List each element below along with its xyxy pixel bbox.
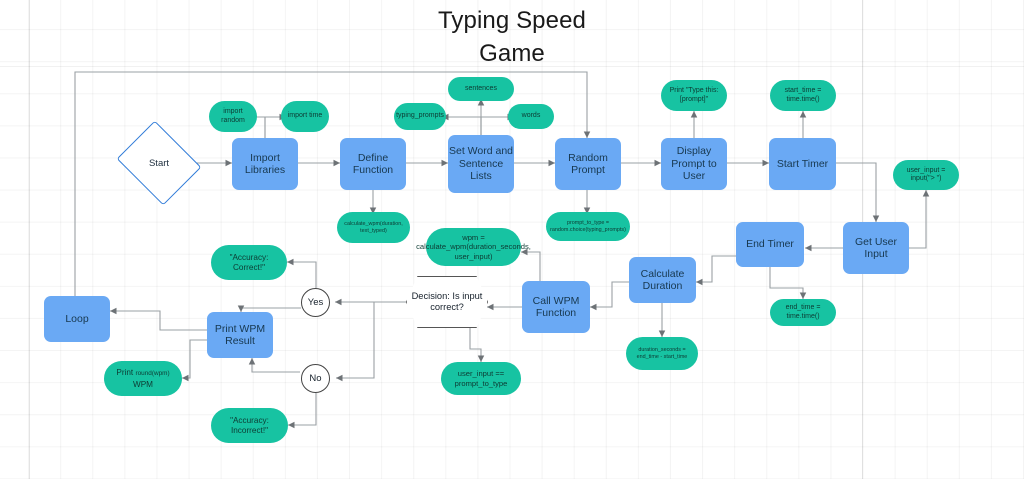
node-import-random[interactable]: import random [209,101,257,132]
node-duration-seconds-assignment-label: duration_seconds = end_time - start_time [636,346,688,360]
node-print-round-wpm[interactable]: Print round(wpm) WPM [104,361,182,396]
node-decision-condition[interactable]: user_input == prompt_to_type [441,362,521,395]
node-duration-seconds-assignment[interactable]: duration_seconds = end_time - start_time [626,337,698,370]
node-loop-label: Loop [65,312,89,325]
node-set-word-sentence-lists[interactable]: Set Word and Sentence Lists [448,135,514,193]
diagram-title: Typing Speed Game [330,4,694,70]
node-import-time[interactable]: import time [281,101,329,132]
node-print-round-wpm-label-a: Print [116,368,136,377]
grid-guide-line [29,0,30,479]
grid-guide-line [0,66,1024,67]
node-start-time-assignment[interactable]: start_time = time.time() [770,80,836,111]
node-accuracy-correct[interactable]: "Accuracy: Correct!" [211,245,287,280]
node-print-round-wpm-label-b: round(wpm) [135,370,170,377]
node-prompt-to-type-assignment[interactable]: prompt_to_type = random.choice(typing_pr… [546,212,630,241]
node-loop[interactable]: Loop [44,296,110,342]
node-start-timer-label: Start Timer [776,157,829,170]
node-words[interactable]: words [508,104,554,129]
node-end-time-assignment[interactable]: end_time = time.time() [770,299,836,326]
node-calculate-wpm-signature-label: calculate_wpm(duration, text_typed) [344,220,403,234]
node-print-wpm-result[interactable]: Print WPM Result [207,312,273,358]
node-typing-prompts-label: typing_prompts [396,112,444,120]
node-import-libraries[interactable]: Import Libraries [232,138,298,190]
node-calculate-wpm-signature[interactable]: calculate_wpm(duration, text_typed) [337,212,410,243]
node-end-timer-label: End Timer [746,238,794,251]
node-set-word-sentence-lists-label: Set Word and Sentence Lists [448,145,513,183]
node-print-type-this[interactable]: Print "Type this: [prompt]" [661,80,727,111]
node-start-label: Start [148,157,170,169]
node-define-function[interactable]: Define Function [340,138,406,190]
node-start-timer[interactable]: Start Timer [769,138,836,190]
node-call-wpm-function[interactable]: Call WPM Function [522,281,590,333]
node-yes-label: Yes [307,297,324,308]
node-no[interactable]: No [301,364,330,393]
node-print-round-wpm-text: Print round(wpm) WPM [116,367,169,390]
node-user-input-assignment[interactable]: user_input = input("> ") [893,160,959,190]
node-wpm-assignment-label: wpm = calculate_wpm(duration_seconds, us… [416,233,531,261]
node-get-user-input-label: Get User Input [854,235,897,261]
node-display-prompt-to-user[interactable]: Display Prompt to User [661,138,727,190]
node-no-label: No [309,373,322,384]
node-accuracy-incorrect[interactable]: "Accuracy: Incorrect!" [211,408,288,443]
node-calculate-duration-label: Calculate Duration [640,267,685,293]
node-user-input-assignment-label: user_input = input("> ") [906,166,946,182]
node-accuracy-correct-label: "Accuracy: Correct!" [229,252,269,272]
node-wpm-assignment[interactable]: wpm = calculate_wpm(duration_seconds, us… [416,228,531,266]
node-import-libraries-label: Import Libraries [244,151,286,177]
node-print-type-this-label: Print "Type this: [prompt]" [669,87,719,103]
node-decision-condition-label: user_input == prompt_to_type [454,369,508,388]
node-define-function-label: Define Function [352,151,394,177]
node-accuracy-incorrect-label: "Accuracy: Incorrect!" [230,415,269,435]
node-words-label: words [521,112,541,120]
node-import-random-label: import random [221,108,245,124]
node-print-round-wpm-label-c: WPM [132,380,153,389]
diagram-title-line-1: Typing Speed [438,7,586,34]
node-calculate-duration[interactable]: Calculate Duration [629,257,696,303]
node-random-prompt[interactable]: Random Prompt [555,138,621,190]
node-call-wpm-function-label: Call WPM Function [532,294,580,320]
diagram-title-line-2: Game [479,40,545,67]
node-display-prompt-to-user-label: Display Prompt to User [671,145,717,183]
node-import-time-label: import time [287,112,323,120]
node-sentences-label: sentences [465,84,497,92]
node-decision-label: Decision: Is input correct? [411,290,483,313]
node-get-user-input[interactable]: Get User Input [843,222,909,274]
node-start-time-assignment-label: start_time = time.time() [784,87,822,103]
node-decision-is-input-correct[interactable]: Decision: Is input correct? [406,276,488,328]
node-start[interactable]: Start [116,120,202,206]
node-end-timer[interactable]: End Timer [736,222,804,267]
node-random-prompt-label: Random Prompt [568,151,608,177]
node-yes[interactable]: Yes [301,288,330,317]
node-sentences[interactable]: sentences [448,77,514,101]
node-end-time-assignment-label: end_time = time.time() [785,304,821,320]
node-print-wpm-result-label: Print WPM Result [214,322,266,348]
node-prompt-to-type-assignment-label: prompt_to_type = random.choice(typing_pr… [550,219,626,233]
node-typing-prompts[interactable]: typing_prompts [394,103,446,130]
